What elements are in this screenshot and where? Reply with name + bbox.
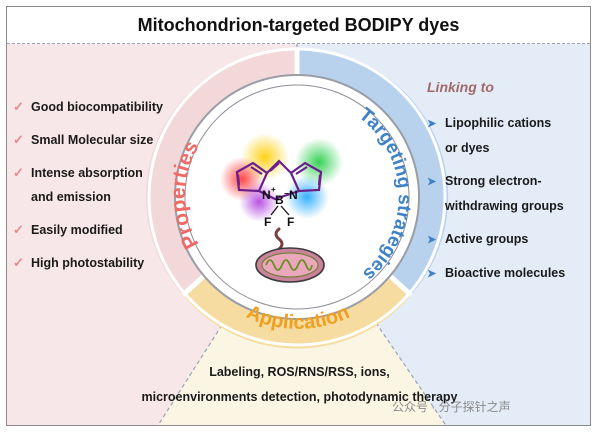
atom-n-left: N	[262, 188, 271, 202]
arrow-icon: ➤	[427, 268, 437, 280]
check-icon: ✓	[13, 255, 24, 270]
strategy-item: ➤ Lipophilic cations	[427, 111, 590, 136]
diagram-graphics: Properties Targeting strategies Applicat…	[7, 43, 590, 425]
check-icon: ✓	[13, 222, 24, 237]
property-item: ✓ High photostability	[13, 251, 203, 275]
application-text-line: microenvironments detection, photodynami…	[141, 390, 458, 404]
atom-minus: −	[284, 189, 289, 198]
atom-f-left: F	[264, 215, 271, 229]
bodipy-glow	[220, 133, 343, 222]
arrow-icon: ➤	[427, 234, 437, 246]
mitochondrion-icon	[255, 247, 325, 283]
application-text-line: Labeling, ROS/RNS/RSS, ions,	[209, 365, 390, 379]
property-item: ✓ Intense absorption	[13, 161, 203, 185]
atom-n-right: N	[289, 188, 298, 202]
properties-list: ✓ Good biocompatibility ✓ Small Molecula…	[13, 95, 203, 284]
watermark: 公众号 · 分子探针之声	[392, 400, 511, 414]
property-item: ✓ Small Molecular size	[13, 128, 203, 152]
atom-b: B	[275, 193, 284, 207]
title-bar: Mitochondrion-targeted BODIPY dyes	[7, 7, 590, 44]
check-icon: ✓	[13, 132, 24, 147]
arrow-icon: ➤	[427, 176, 437, 188]
atom-plus: +	[271, 185, 276, 194]
property-item: ✓ Good biocompatibility	[13, 95, 203, 119]
strategy-item-continuation: or dyes	[445, 141, 490, 155]
check-icon: ✓	[13, 99, 24, 114]
property-item-continuation: and emission	[31, 190, 111, 204]
strategy-item-continuation: withdrawing groups	[445, 199, 564, 213]
property-item: ✓ Easily modified	[13, 218, 203, 242]
linking-to-heading: Linking to	[427, 79, 494, 95]
strategy-item: ➤ Strong electron-	[427, 169, 590, 194]
page-title: Mitochondrion-targeted BODIPY dyes	[137, 14, 460, 35]
atom-f-right: F	[287, 215, 294, 229]
strategies-panel-content: Linking to ➤ Lipophilic cations or dyes …	[427, 79, 590, 295]
bodipy-structure	[235, 159, 323, 201]
strategy-item: ➤ Active groups	[427, 227, 590, 252]
strategy-item: ➤ Bioactive molecules	[427, 261, 590, 286]
arrow-icon: ➤	[427, 118, 437, 130]
check-icon: ✓	[13, 165, 24, 180]
figure-frame: Properties Targeting strategies Applicat…	[6, 6, 591, 426]
